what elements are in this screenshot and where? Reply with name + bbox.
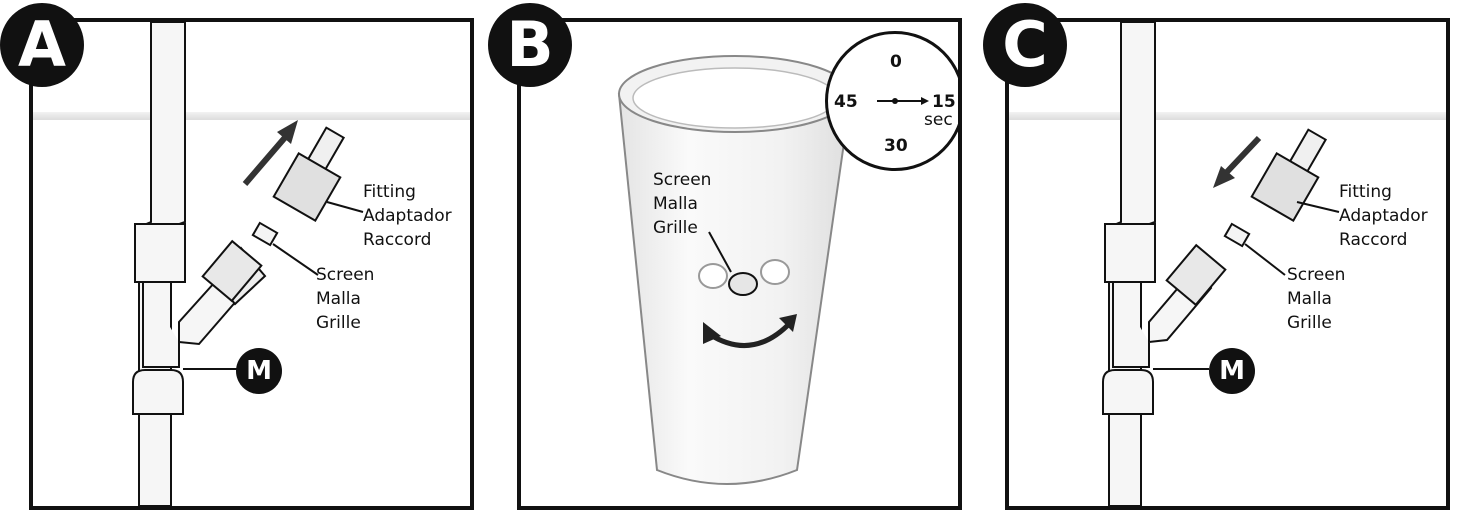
screen-part [253, 223, 277, 245]
wall-ledge [1009, 112, 1446, 120]
pipe-clamp [1103, 370, 1153, 414]
step-a-badge: A [0, 3, 84, 87]
panel-c-illustration [1009, 22, 1446, 506]
filter-collar [135, 224, 185, 282]
panel-a-illustration [33, 22, 470, 506]
filter-collar [1105, 224, 1155, 282]
step-c-badge: C [983, 3, 1067, 87]
step-b-badge: B [488, 3, 572, 87]
screen-part [1225, 224, 1249, 246]
m-marker: M [1209, 348, 1255, 394]
timer-dial: 0 15 30 45 sec [825, 31, 962, 171]
pipe-clamp [133, 370, 183, 414]
wall-ledge [33, 112, 470, 120]
timer-hand-icon [825, 31, 962, 171]
m-marker: M [236, 348, 282, 394]
screen-part [729, 273, 757, 295]
